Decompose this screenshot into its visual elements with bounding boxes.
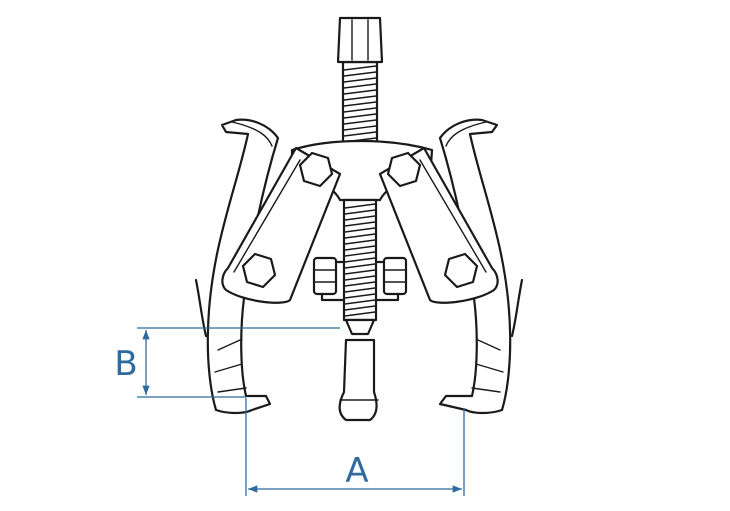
- right-arm-lower-bolt: [443, 252, 479, 289]
- screw-thread: [343, 107, 377, 113]
- screw-thread: [344, 305, 376, 311]
- screw-thread: [344, 239, 376, 245]
- screw-thread: [344, 263, 376, 269]
- screw-thread: [344, 203, 376, 209]
- screw-thread: [344, 275, 376, 281]
- screw-thread: [344, 215, 376, 221]
- dimension-b: B: [114, 327, 340, 398]
- screw-thread: [344, 209, 376, 215]
- screw-thread: [344, 257, 376, 263]
- screw-thread: [343, 125, 377, 131]
- dimension-b-label: B: [114, 344, 137, 384]
- left-arm: [221, 146, 342, 304]
- screw-thread: [343, 77, 377, 83]
- forcing-screw: [336, 16, 384, 164]
- screw-thread: [344, 269, 376, 275]
- screw-thread: [343, 119, 377, 125]
- screw-thread: [344, 293, 376, 299]
- right-arm: [378, 146, 499, 304]
- left-arm-upper-bolt: [298, 151, 334, 188]
- screw-thread: [343, 65, 377, 71]
- yoke-nut-left: [312, 256, 338, 296]
- screw-thread: [344, 287, 376, 293]
- left-arm-lower-bolt: [241, 252, 277, 289]
- screw-thread: [343, 89, 377, 95]
- screw-thread: [343, 113, 377, 119]
- screw-thread: [343, 95, 377, 101]
- screw-thread: [343, 131, 377, 137]
- screw-thread: [344, 251, 376, 257]
- screw-thread: [344, 233, 376, 239]
- center-jaw: [338, 338, 379, 422]
- yoke-nut-right: [382, 256, 408, 296]
- screw-thread: [344, 281, 376, 287]
- screw-thread: [343, 71, 377, 77]
- screw-thread: [344, 221, 376, 227]
- screw-thread: [343, 101, 377, 107]
- screw-thread: [344, 245, 376, 251]
- forcing-screw-lower: [342, 198, 378, 336]
- dimension-a: A: [245, 398, 465, 496]
- screw-thread: [344, 227, 376, 233]
- screw-thread: [343, 83, 377, 89]
- screw-hex-head: [336, 16, 384, 64]
- dimension-a-label: A: [345, 451, 368, 491]
- right-arm-upper-bolt: [386, 151, 422, 188]
- screw-thread: [344, 299, 376, 305]
- screw-thread: [344, 311, 376, 317]
